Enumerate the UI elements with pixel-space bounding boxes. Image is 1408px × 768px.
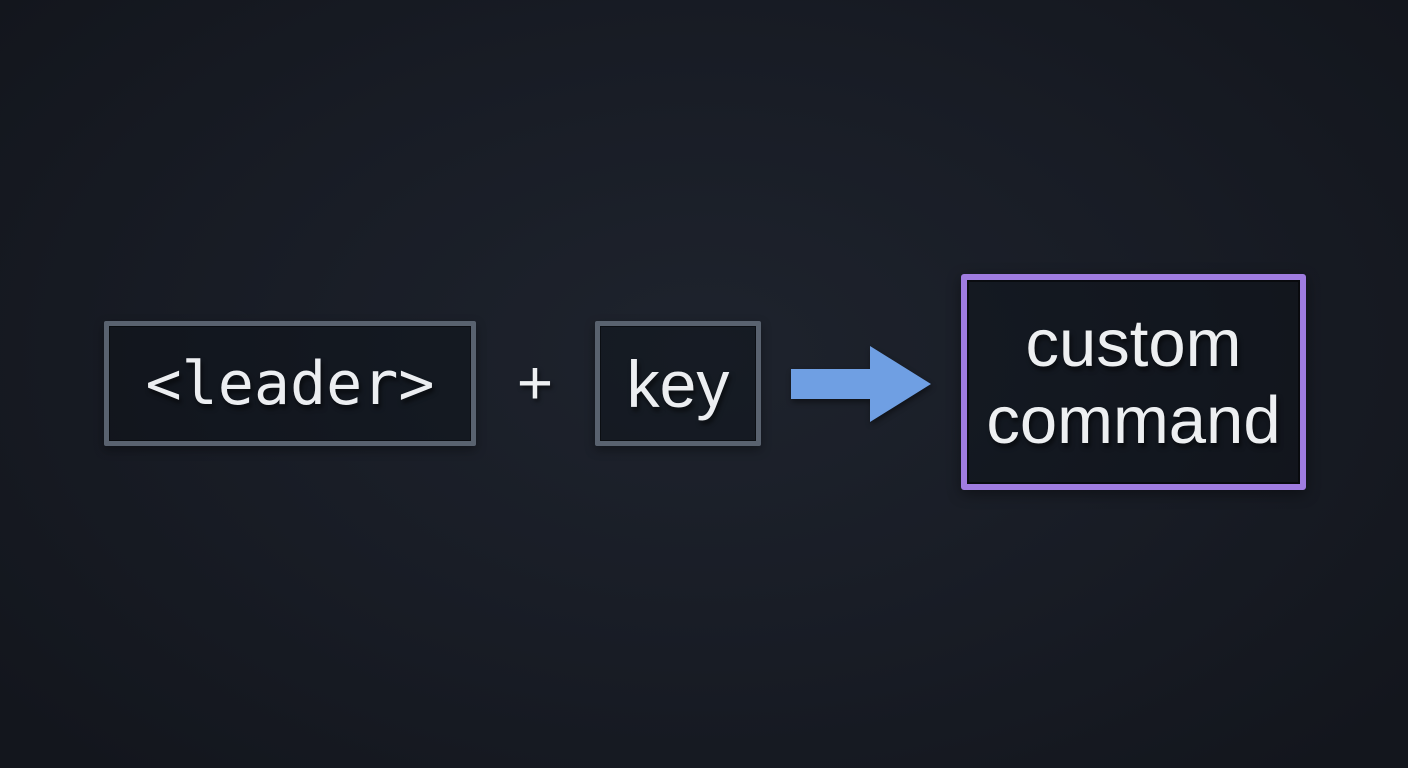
key-box: key	[595, 321, 761, 446]
custom-command-label: custom command	[986, 305, 1280, 459]
custom-command-box: custom command	[961, 274, 1306, 490]
leader-key-label: <leader>	[145, 348, 435, 419]
plus-operator: +	[516, 349, 554, 418]
custom-command-line1: custom	[1025, 306, 1242, 381]
leader-key-box: <leader>	[104, 321, 476, 446]
right-arrow-icon	[791, 346, 931, 422]
custom-command-line2: command	[986, 383, 1281, 458]
right-arrow-shape	[791, 346, 931, 422]
key-label: key	[626, 346, 730, 421]
